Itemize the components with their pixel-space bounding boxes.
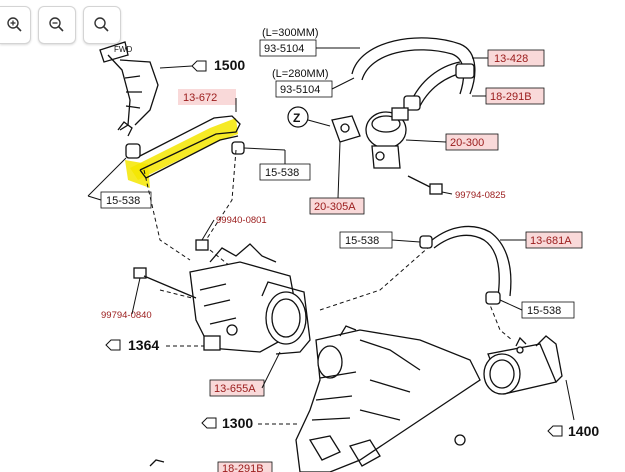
hose-13-681a bbox=[419, 225, 512, 305]
throttle-body bbox=[189, 243, 311, 355]
label-13-672: 13-672 bbox=[183, 92, 217, 104]
label-1400: 1400 bbox=[568, 423, 599, 439]
highlighted-hose-13-672 bbox=[125, 115, 245, 188]
callout-20-305a: 20-305A bbox=[309, 141, 365, 215]
label-l300: (L=300MM) bbox=[262, 27, 319, 39]
label-99940-0801: 99940-0801 bbox=[216, 215, 267, 226]
callout-15-538-left: 15-538 bbox=[87, 157, 152, 209]
callout-13-428: 13-428 bbox=[472, 49, 545, 67]
zoom-in-icon bbox=[7, 17, 22, 32]
callout-18-291b: 18-291B bbox=[472, 87, 545, 105]
zoom-toolbar bbox=[0, 0, 121, 52]
egr-valve: Z bbox=[287, 106, 409, 169]
label-13-428: 13-428 bbox=[494, 53, 528, 65]
callout-1300: 1300 bbox=[201, 415, 300, 431]
bolt-99794-0840: 99794-0840 bbox=[101, 267, 197, 321]
zoom-out-icon bbox=[49, 17, 64, 32]
callout-15-538-right-top: 15-538 bbox=[339, 231, 421, 249]
label-93-5104-a: 93-5104 bbox=[264, 43, 304, 55]
zoom-in-button[interactable] bbox=[0, 6, 31, 44]
callout-13-655a: 13-655A bbox=[209, 351, 281, 397]
svg-text:FWD: FWD bbox=[114, 45, 132, 54]
label-15-538-right-bottom: 15-538 bbox=[527, 305, 561, 317]
bolt-99794-0825: 99794-0825 bbox=[407, 175, 506, 201]
callout-15-538-center: 15-538 bbox=[243, 147, 311, 181]
label-99794-0825: 99794-0825 bbox=[455, 190, 506, 201]
zoom-reset-icon bbox=[94, 17, 109, 32]
callout-1400: 1400 bbox=[547, 379, 599, 439]
callout-1500: 1500 bbox=[159, 57, 245, 73]
label-13-655a: 13-655A bbox=[214, 383, 256, 395]
canister-assembly bbox=[483, 335, 563, 395]
intake-manifold bbox=[295, 325, 481, 472]
callout-99940-0801: 99940-0801 bbox=[195, 215, 267, 251]
label-18-291b: 18-291B bbox=[490, 91, 532, 103]
callout-20-300: 20-300 bbox=[405, 133, 499, 151]
label-z: Z bbox=[293, 111, 300, 125]
zoom-reset-button[interactable] bbox=[83, 6, 121, 44]
label-1300: 1300 bbox=[222, 415, 253, 431]
label-15-538-center: 15-538 bbox=[265, 167, 299, 179]
callout-13-672: 13-672 bbox=[178, 89, 237, 112]
label-15-538-right-top: 15-538 bbox=[345, 235, 379, 247]
label-20-300: 20-300 bbox=[450, 137, 484, 149]
breather-assembly: FWD bbox=[99, 41, 159, 137]
callout-93-5104-top: (L=300MM) 93-5104 bbox=[259, 27, 360, 57]
zoom-out-button[interactable] bbox=[38, 6, 76, 44]
callout-15-538-right-bottom: 15-538 bbox=[499, 299, 575, 319]
label-18-291b-bottom: 18-291B bbox=[222, 463, 264, 472]
callout-93-5104-bottom: (L=280MM) 93-5104 bbox=[272, 68, 355, 98]
label-93-5104-b: 93-5104 bbox=[280, 84, 320, 96]
label-1364: 1364 bbox=[128, 337, 159, 353]
label-15-538-left: 15-538 bbox=[106, 195, 140, 207]
label-13-681a: 13-681A bbox=[530, 235, 572, 247]
vacuum-hoses bbox=[351, 37, 476, 111]
label-20-305a: 20-305A bbox=[314, 201, 356, 213]
label-l280: (L=280MM) bbox=[272, 68, 329, 80]
callout-13-681a: 13-681A bbox=[500, 231, 583, 249]
label-99794-0840: 99794-0840 bbox=[101, 310, 152, 321]
callout-1364: 1364 bbox=[105, 337, 204, 353]
label-1500: 1500 bbox=[214, 57, 245, 73]
callout-18-291b-bottom: 18-291B bbox=[149, 459, 273, 472]
